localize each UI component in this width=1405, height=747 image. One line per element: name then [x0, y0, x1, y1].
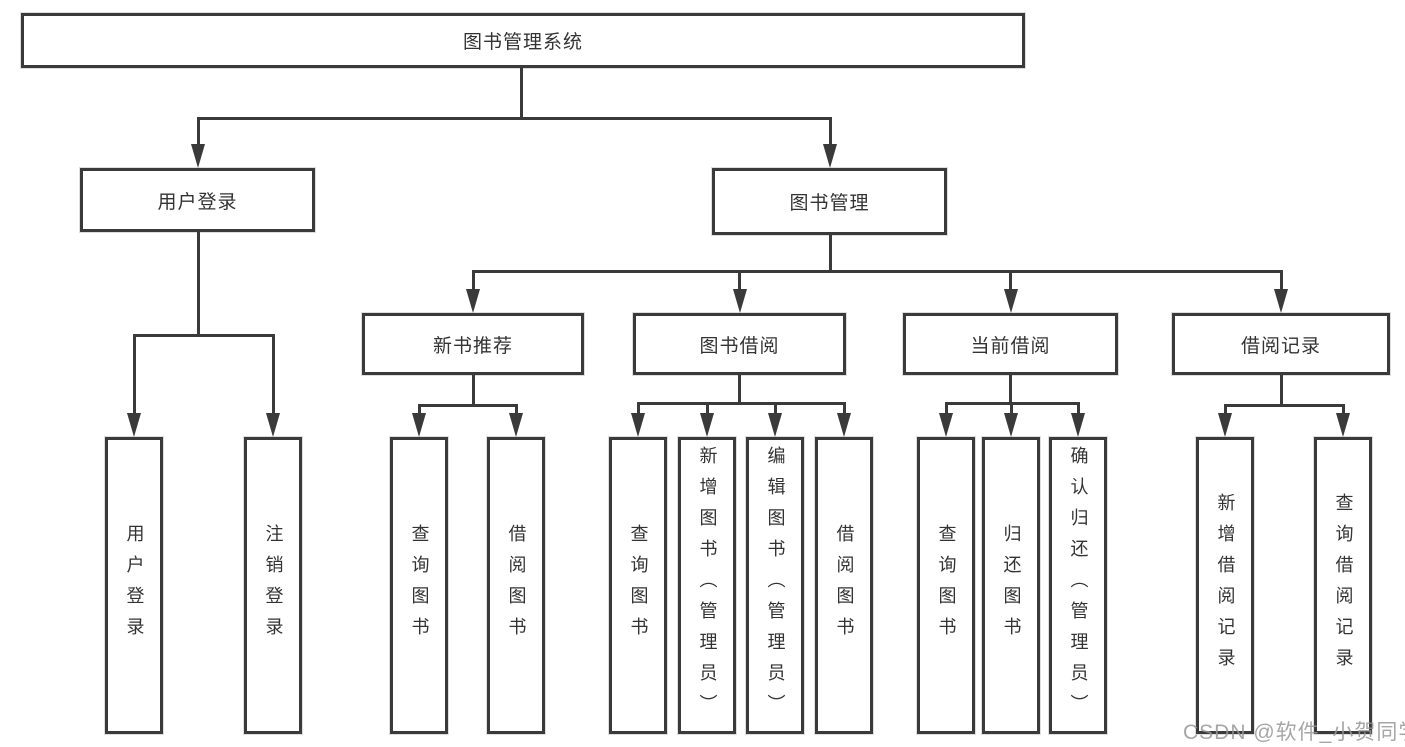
- leaf-bookborrow-edit-label: 编辑图书（管理员）: [765, 446, 786, 725]
- connector-stem-current-borrow: [1009, 270, 1012, 290]
- leaf-user-login: 用户登录: [105, 437, 163, 734]
- leaf-logout: 注销登录: [244, 437, 302, 734]
- connector-stem-nb-borrow: [514, 404, 518, 414]
- leaf-currentborrow-return-label: 归还图书: [1001, 523, 1022, 648]
- node-book-borrow: 图书借阅: [633, 313, 846, 375]
- leaf-currentborrow-confirm-label: 确认归还（管理员）: [1068, 446, 1089, 725]
- connector-stem-cb-query: [944, 402, 948, 414]
- node-new-books: 新书推荐: [362, 313, 584, 375]
- node-book-management: 图书管理: [712, 168, 947, 235]
- leaf-currentborrow-return: 归还图书: [982, 437, 1040, 734]
- node-borrow-records-label: 借阅记录: [1240, 335, 1321, 357]
- arrowhead-to-cb-return: [1004, 413, 1018, 437]
- connector-stem-new-books: [471, 270, 475, 290]
- arrowhead-to-current-borrow: [1003, 289, 1018, 313]
- csdn-watermark: CSDN @软件_小贺同学: [1183, 721, 1405, 744]
- connector-book-management-rail: [471, 270, 1283, 273]
- connector-stem-bb-edit: [773, 402, 777, 414]
- node-new-books-label: 新书推荐: [432, 335, 513, 357]
- leaf-bookborrow-borrow: 借阅图书: [815, 437, 873, 734]
- leaf-currentborrow-query: 查询图书: [917, 437, 975, 734]
- node-book-borrow-label: 图书借阅: [699, 335, 780, 357]
- arrowhead-to-leaf-login: [127, 413, 141, 437]
- leaf-bookborrow-add: 新增图书（管理员）: [678, 437, 736, 734]
- connector-stem-bb-query: [636, 402, 640, 414]
- node-user-login-label: 用户登录: [157, 191, 238, 213]
- connector-user-login-rail: [132, 334, 275, 337]
- connector-stem-cb-confirm: [1076, 402, 1080, 414]
- arrowhead-to-borrow-records: [1274, 289, 1288, 313]
- connector-stem-leaf-login: [132, 334, 136, 414]
- connector-stem-book-borrow: [738, 270, 741, 290]
- leaf-newbooks-query: 查询图书: [390, 437, 448, 734]
- node-user-login: 用户登录: [80, 168, 315, 232]
- arrowhead-to-br-add: [1218, 413, 1232, 437]
- connector-stem-leaf-logout: [271, 334, 275, 414]
- leaf-records-add-label: 新增借阅记录: [1215, 492, 1236, 679]
- leaf-bookborrow-borrow-label: 借阅图书: [834, 523, 855, 648]
- connector-stem-nb-query: [417, 404, 421, 414]
- leaf-currentborrow-confirm: 确认归还（管理员）: [1049, 437, 1107, 734]
- connector-root-stub: [519, 66, 523, 120]
- connector-stem-user-login: [196, 117, 200, 146]
- leaf-newbooks-borrow: 借阅图书: [487, 437, 545, 734]
- connector-book-borrow-rail: [636, 402, 846, 405]
- connector-book-management-stub: [828, 235, 832, 272]
- leaf-bookborrow-query-label: 查询图书: [628, 523, 649, 648]
- connector-stem-cb-return: [1009, 402, 1013, 414]
- connector-stem-bb-add: [705, 402, 709, 414]
- connector-current-borrow-stub: [1009, 375, 1012, 404]
- leaf-records-query-label: 查询借阅记录: [1333, 492, 1354, 679]
- arrowhead-to-cb-confirm: [1071, 413, 1085, 437]
- node-root-label: 图书管理系统: [462, 32, 583, 53]
- arrowhead-to-bb-borrow: [837, 413, 851, 437]
- arrowhead-to-nb-borrow: [509, 413, 523, 437]
- connector-book-borrow-stub: [738, 375, 741, 404]
- leaf-newbooks-query-label: 查询图书: [409, 523, 430, 648]
- arrowhead-to-new-books: [466, 289, 480, 313]
- leaf-bookborrow-edit: 编辑图书（管理员）: [746, 437, 804, 734]
- node-current-borrow-label: 当前借阅: [970, 335, 1051, 357]
- arrowhead-to-bb-add: [700, 413, 714, 437]
- arrowhead-to-book-borrow: [732, 289, 747, 313]
- node-borrow-records: 借阅记录: [1172, 313, 1390, 375]
- connector-stem-book-management: [828, 117, 832, 146]
- arrowhead-to-bb-query: [631, 413, 645, 437]
- arrowhead-to-leaf-logout: [266, 413, 280, 437]
- arrowhead-to-cb-query: [939, 413, 953, 437]
- arrowhead-to-bb-edit: [768, 413, 782, 437]
- connector-new-books-stub: [471, 375, 475, 406]
- arrowhead-to-br-query: [1336, 413, 1350, 437]
- connector-new-books-rail: [417, 404, 518, 407]
- connector-borrow-records-stub: [1279, 375, 1283, 406]
- arrowhead-to-nb-query: [412, 413, 426, 437]
- leaf-user-login-label: 用户登录: [124, 523, 145, 648]
- leaf-currentborrow-query-label: 查询图书: [936, 523, 957, 648]
- connector-stem-br-query: [1341, 404, 1345, 414]
- connector-user-login-stub: [196, 232, 200, 337]
- node-book-management-label: 图书管理: [789, 193, 870, 214]
- connector-borrow-records-rail: [1223, 404, 1345, 407]
- connector-root-rail: [196, 117, 832, 120]
- arrowhead-to-user-login: [191, 144, 205, 168]
- arrowhead-to-book-management: [823, 144, 837, 168]
- node-current-borrow: 当前借阅: [903, 313, 1118, 375]
- node-root: 图书管理系统: [21, 13, 1025, 68]
- leaf-bookborrow-query: 查询图书: [609, 437, 667, 734]
- leaf-bookborrow-add-label: 新增图书（管理员）: [697, 446, 718, 725]
- leaf-logout-label: 注销登录: [263, 523, 284, 648]
- leaf-records-add: 新增借阅记录: [1196, 437, 1254, 734]
- connector-stem-br-add: [1223, 404, 1227, 414]
- connector-stem-borrow-records: [1279, 270, 1283, 290]
- leaf-newbooks-borrow-label: 借阅图书: [506, 523, 527, 648]
- leaf-records-query: 查询借阅记录: [1314, 437, 1372, 734]
- connector-stem-bb-borrow: [842, 402, 846, 414]
